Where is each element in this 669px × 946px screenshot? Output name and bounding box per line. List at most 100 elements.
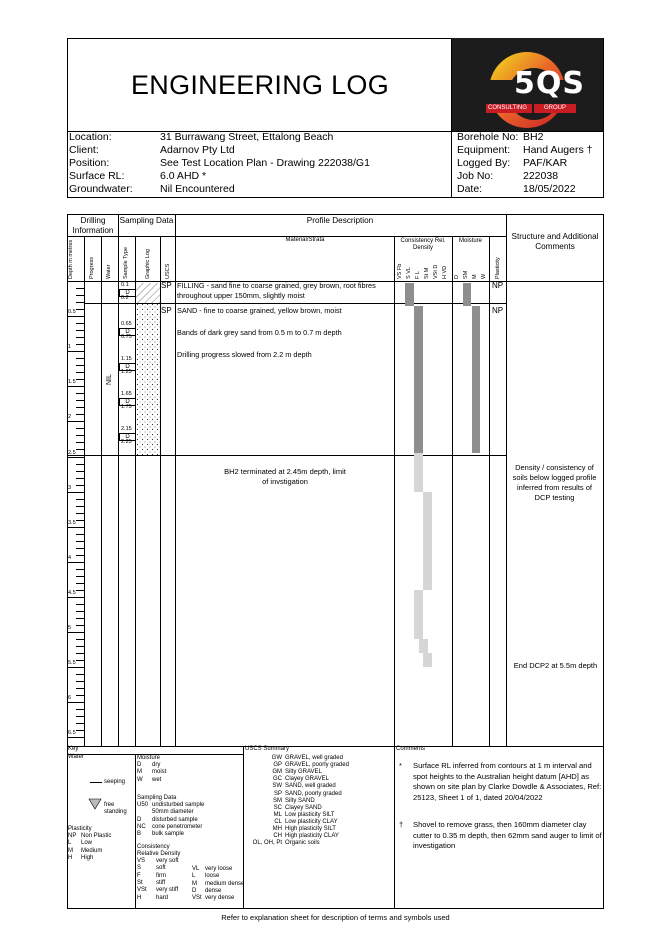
key-code: VSt <box>137 887 147 894</box>
depth-tick <box>76 330 84 332</box>
col-line-uscs <box>175 214 176 746</box>
key-desc: undisturbed sample <box>152 802 205 808</box>
key-code: H <box>137 894 142 901</box>
graphic-log-hatch <box>136 283 160 455</box>
depth-tick <box>76 288 84 290</box>
termination-line <box>67 455 506 456</box>
depth-tick <box>76 681 84 683</box>
key-code: VL <box>192 866 200 872</box>
surface-rl-label: Surface RL: <box>69 170 125 182</box>
sample-top-depth: 0.65 <box>121 320 132 327</box>
uscs-desc: High plasticity SILT <box>285 826 336 832</box>
position-value: See Test Location Plan - Drawing 222038/… <box>160 157 370 169</box>
depth-tick <box>76 505 84 507</box>
water-nil: NIL <box>106 374 113 385</box>
depth-tick <box>76 540 84 542</box>
depth-tick <box>76 617 84 619</box>
termination-note: BH2 terminated at 2.45m depth, limit of … <box>224 467 346 486</box>
depth-tick <box>68 737 84 739</box>
depth-label: 5 <box>68 625 72 631</box>
key-code: D <box>137 816 142 823</box>
key-code: NP <box>68 833 77 839</box>
sample-bottom-depth: 0.2 <box>121 295 129 302</box>
logo-graphic <box>482 52 578 128</box>
depth-tick <box>76 730 84 732</box>
moisture-code-2: SM <box>463 270 469 279</box>
sampling-data-header: Sampling Data <box>119 216 174 225</box>
depth-tick <box>76 400 84 402</box>
logged-by-value: PAF/KAR <box>523 157 568 169</box>
col-line-plasticity <box>506 214 507 746</box>
depth-tick <box>68 316 84 318</box>
depth-tick <box>68 561 84 563</box>
key-desc: very dense <box>205 895 235 902</box>
dcp-inferred-bar <box>414 452 423 492</box>
logo-brand: 5QS <box>514 66 585 101</box>
key-water-seeping: seeping <box>104 779 126 785</box>
logged-by-label: Logged By: <box>457 157 511 169</box>
borehole-value: BH2 <box>523 131 544 143</box>
key-vsplit-3 <box>394 746 395 909</box>
depth-tick <box>68 667 84 669</box>
depth-label: 0.5 <box>68 309 76 316</box>
depth-label: 3 <box>68 484 72 491</box>
key-desc: Non Plastic <box>81 833 112 839</box>
header-frame <box>67 38 604 198</box>
col-line-progress <box>101 236 102 746</box>
uscs-desc: Low plasticity CLAY <box>285 818 338 825</box>
date-value: 18/05/2022 <box>523 183 576 195</box>
depth-tick <box>76 674 84 676</box>
key-desc: Medium <box>81 847 103 854</box>
uscs-desc: GRAVEL, poorly graded <box>285 762 349 769</box>
consistency-code-5: VSt D <box>433 264 439 279</box>
sample-type-header: Sample Type <box>123 246 129 279</box>
job-no-value: 222038 <box>523 170 559 182</box>
key-sampling-title: Sampling Data <box>137 795 177 801</box>
depth-label: 4.5 <box>68 589 76 596</box>
header-divider <box>67 131 604 132</box>
key-desc: 50mm diameter <box>152 809 194 816</box>
groundwater-label: Groundwater: <box>69 183 133 195</box>
depth-tick <box>76 337 84 339</box>
key-desc: disturbed sample <box>152 816 198 823</box>
depth-tick <box>76 358 84 360</box>
depth-tick <box>76 309 84 311</box>
key-desc: dry <box>152 762 161 768</box>
depth-tick <box>68 702 84 704</box>
key-code: F <box>137 872 141 879</box>
key-code: NC <box>137 823 146 830</box>
logo-left-word: CONSULTING <box>488 105 527 111</box>
col-line-sample <box>135 236 136 746</box>
depth-tick <box>76 477 84 479</box>
depth-tick <box>76 344 84 346</box>
depth-tick <box>76 463 84 465</box>
key-code: VSt <box>192 895 202 902</box>
col-line-depth <box>84 236 85 746</box>
key-desc: wet <box>152 776 162 783</box>
strata-2-uscs: SP <box>161 306 172 315</box>
logo-right-word: GROUP <box>544 105 567 111</box>
depth-tick <box>76 533 84 535</box>
key-desc: medium dense <box>205 880 245 887</box>
sample-top-depth: 0.1 <box>121 282 129 289</box>
uscs-summary-title: USCS Summary <box>245 746 290 752</box>
depth-tick <box>76 575 84 577</box>
moisture-header: Moisture <box>458 238 482 244</box>
col-line-consistency <box>452 236 453 746</box>
dcp-inference-comment: Density / consistency of soils below log… <box>512 463 597 502</box>
key-water-title: Water <box>68 754 84 760</box>
strata-1-uscs: SP <box>161 281 172 290</box>
depth-tick <box>76 547 84 549</box>
uscs-header: USCS <box>165 263 171 279</box>
consistency-code-2: S VL <box>406 267 412 279</box>
uscs-code: CL <box>274 818 282 825</box>
logo-left-band <box>486 104 532 113</box>
uscs-desc: Clayey SAND <box>285 804 322 811</box>
moisture-code-3: M <box>472 274 478 279</box>
key-vsplit-1 <box>135 754 136 909</box>
key-code: B <box>137 831 142 838</box>
depth-tick <box>76 653 84 655</box>
uscs-code: MH <box>272 826 282 832</box>
depth-tick <box>76 393 84 395</box>
key-title: Key <box>68 746 79 752</box>
